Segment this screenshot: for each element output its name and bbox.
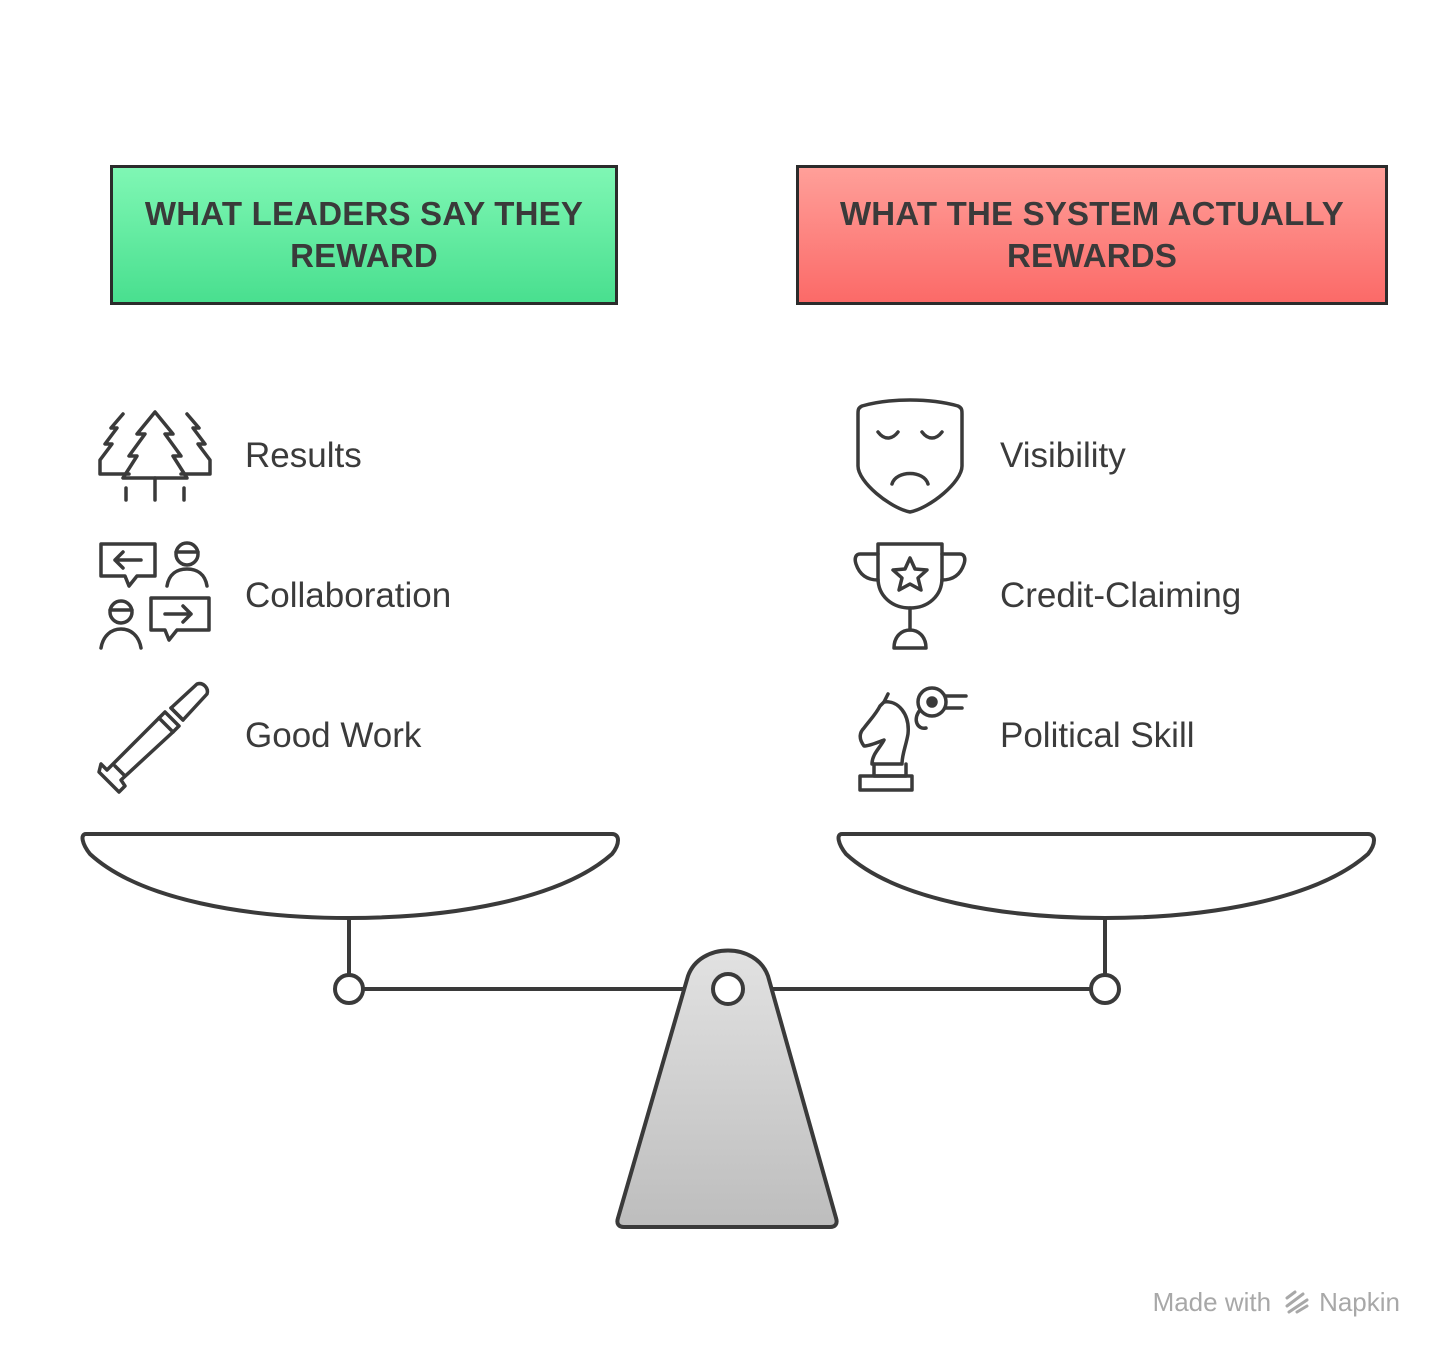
left-item-results: Results <box>95 396 362 516</box>
right-item-credit-claiming: Credit-Claiming <box>850 536 1241 656</box>
right-item-label: Visibility <box>1000 436 1126 475</box>
left-header-text: WHAT LEADERS SAY THEY REWARD <box>144 195 584 274</box>
watermark-brand: Napkin <box>1319 1286 1400 1317</box>
trophy-star-icon <box>853 542 967 650</box>
left-pan <box>80 832 620 920</box>
sad-mask-icon <box>856 398 964 514</box>
right-pan <box>836 832 1376 920</box>
left-item-label: Results <box>245 436 362 475</box>
pine-trees-icon <box>98 410 212 502</box>
watermark-made-with: Made with <box>1152 1286 1272 1317</box>
left-item-label: Good Work <box>245 716 422 755</box>
napkin-logo-icon <box>1285 1290 1309 1314</box>
right-item-visibility: Visibility <box>850 396 1126 516</box>
right-item-political-skill: Political Skill <box>850 676 1195 796</box>
right-item-label: Political Skill <box>1000 716 1195 755</box>
chisel-icon <box>97 681 210 794</box>
left-item-label: Collaboration <box>245 576 452 615</box>
left-item-good-work: Good Work <box>95 676 421 796</box>
right-header: WHAT THE SYSTEM ACTUALLY REWARDS <box>796 165 1388 305</box>
left-header: WHAT LEADERS SAY THEY REWARD <box>110 165 618 305</box>
right-item-label: Credit-Claiming <box>1000 576 1242 615</box>
people-chat-icon <box>99 541 211 650</box>
scale-base <box>615 948 839 1229</box>
right-header-text: WHAT THE SYSTEM ACTUALLY REWARDS <box>839 195 1345 274</box>
chess-knight-icon <box>858 686 968 792</box>
left-item-collaboration: Collaboration <box>95 536 451 656</box>
balance-scale-icon <box>80 832 1376 1229</box>
napkin-watermark: Made with Napkin <box>1153 1282 1400 1322</box>
